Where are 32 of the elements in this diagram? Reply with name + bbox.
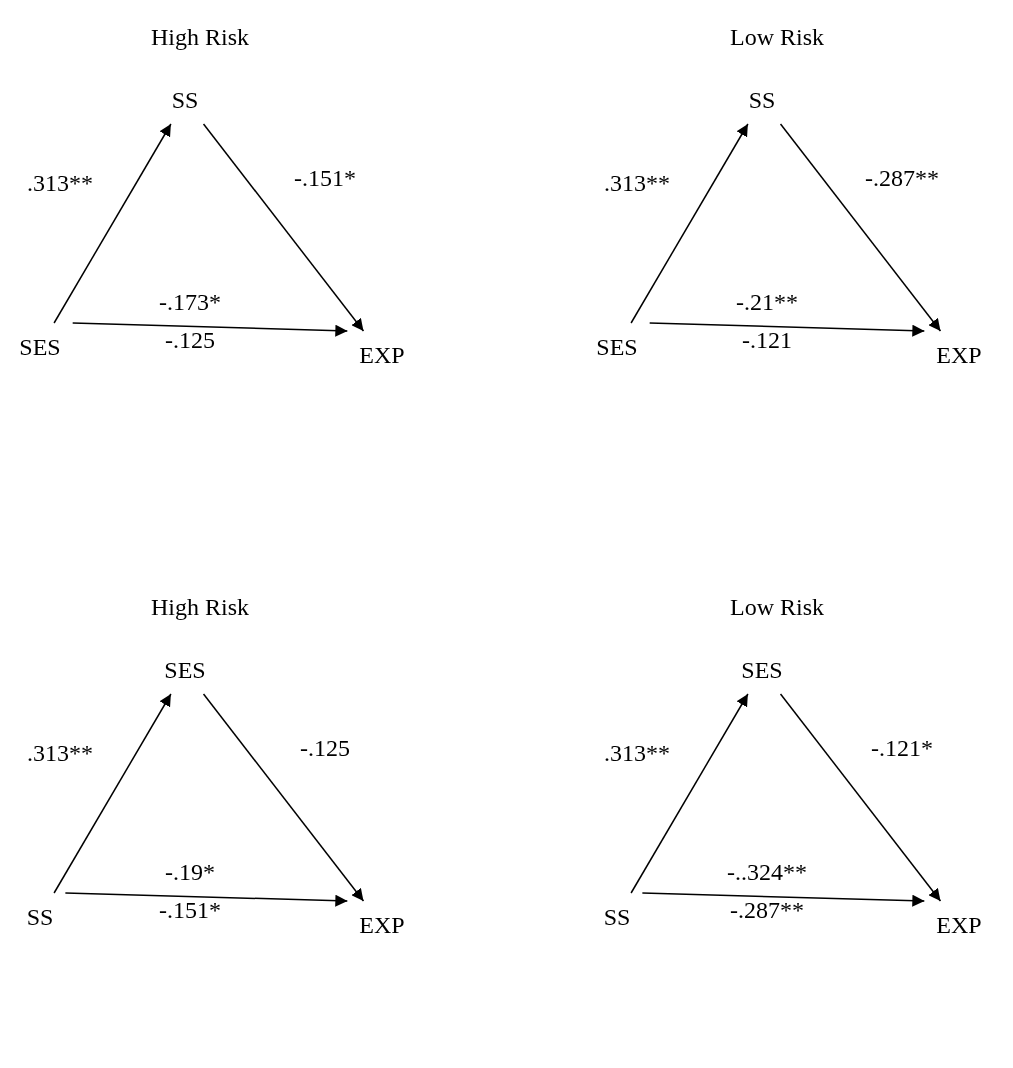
arrow xyxy=(648,322,926,337)
variable-label: SES xyxy=(164,657,206,683)
arrow xyxy=(779,123,942,332)
panel-title: High Risk xyxy=(151,595,249,619)
arrow xyxy=(53,693,172,894)
arrow xyxy=(641,892,926,907)
panel-title: High Risk xyxy=(151,25,249,49)
variable-label: EXP xyxy=(359,912,405,938)
arrow xyxy=(202,693,365,902)
coefficient-label: -.121 xyxy=(742,328,792,352)
arrow xyxy=(53,123,172,324)
arrow xyxy=(71,322,349,337)
panel-title: Low Risk xyxy=(730,25,824,49)
panel-title: Low Risk xyxy=(730,595,824,619)
variable-label: SS xyxy=(603,904,631,930)
variable-label: SES xyxy=(596,334,638,360)
arrow xyxy=(779,693,942,902)
variable-label: SES xyxy=(741,657,783,683)
variable-label: EXP xyxy=(359,342,405,368)
variable-label: SS xyxy=(171,87,199,113)
arrow xyxy=(202,123,365,332)
coefficient-label: -.125 xyxy=(165,328,215,352)
variable-label: SS xyxy=(748,87,776,113)
arrow xyxy=(630,123,749,324)
variable-label: EXP xyxy=(936,342,982,368)
arrow xyxy=(630,693,749,894)
coefficient-label: -.287** xyxy=(730,898,804,922)
coefficient-label: -.151* xyxy=(159,898,221,922)
variable-label: SES xyxy=(19,334,61,360)
variable-label: SS xyxy=(26,904,54,930)
variable-label: EXP xyxy=(936,912,982,938)
arrow xyxy=(64,892,349,907)
